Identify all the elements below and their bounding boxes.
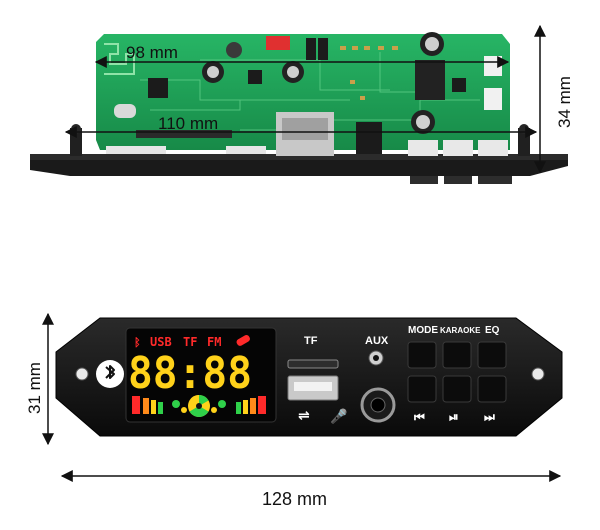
bottom-connector-1 [408, 140, 438, 156]
white-connector-right-1 [484, 56, 502, 76]
white-strip-left [106, 146, 166, 154]
dim-label-34: 34 mm [555, 76, 574, 128]
microphone-icon: 🎤 [330, 407, 348, 425]
display-fm: FM [207, 335, 221, 349]
next-icon: ⏭ [484, 410, 495, 424]
dim-label-128: 128 mm [262, 489, 327, 509]
display-spectrum [132, 396, 266, 414]
capacitor-2 [282, 61, 304, 83]
jack-block [356, 122, 382, 154]
eq-label: EQ [485, 325, 500, 336]
pcb-assembly: 98 mm 110 mm 34 mm [30, 24, 574, 184]
prev-icon: ⏮ [414, 410, 425, 424]
faceplate-top-edge [30, 154, 568, 160]
mount-hole-left [75, 367, 89, 381]
usb-port-inner [294, 382, 332, 391]
prev-button[interactable] [407, 375, 437, 403]
main-chip [148, 78, 168, 98]
red-connector [266, 36, 290, 50]
dim-label-110: 110 mm [158, 114, 218, 133]
tf-slot-inner [282, 118, 328, 140]
connector-under-2 [444, 176, 472, 184]
mode-label: MODE [408, 325, 438, 336]
faceplate-rail [30, 158, 568, 176]
top-connector-2 [318, 38, 328, 60]
ic-chip-right [452, 78, 466, 92]
usb-icon: ⇌ [298, 407, 310, 423]
inductor [226, 42, 242, 58]
mount-hole-right [531, 367, 545, 381]
dim-label-98: 98 mm [126, 43, 178, 62]
display-tf: TF [183, 335, 197, 349]
display-bt-icon: ᛒ [134, 336, 141, 349]
top-connector-1 [306, 38, 316, 60]
mode-button[interactable] [407, 341, 437, 369]
capacitor-4 [411, 110, 435, 134]
white-strip-mid [226, 146, 266, 154]
display-digits: 88:88 [128, 348, 252, 399]
amp-chip [415, 60, 445, 100]
display-fan-icon [188, 395, 210, 417]
karaoke-label: KARAOKE [440, 326, 481, 335]
play-pause-icon: ⏯ [449, 410, 459, 424]
capacitor-3 [420, 32, 444, 56]
display-mic-icon [236, 335, 250, 346]
play-pause-button[interactable] [442, 375, 472, 403]
display-window [125, 327, 277, 423]
capacitor-1 [202, 61, 224, 83]
tf-label: TF [304, 335, 318, 347]
tf-card-slot[interactable] [287, 359, 339, 369]
bottom-connector-2 [443, 140, 473, 156]
connector-under-3 [478, 176, 512, 184]
bluetooth-icon [105, 365, 115, 379]
eq-button[interactable] [477, 341, 507, 369]
karaoke-button[interactable] [442, 341, 472, 369]
ic-chip-small [248, 70, 262, 84]
display-drops [172, 400, 226, 413]
next-button[interactable] [477, 375, 507, 403]
dim-label-31: 31 mm [25, 362, 44, 414]
bottom-connector-3 [478, 140, 508, 156]
connector-under-1 [410, 176, 438, 184]
crystal [114, 104, 136, 118]
white-connector-right-2 [484, 88, 502, 110]
front-panel: ᛒ USB TF FM 88:88 [55, 317, 563, 437]
aux-label: AUX [365, 335, 389, 347]
display-usb: USB [150, 335, 172, 349]
